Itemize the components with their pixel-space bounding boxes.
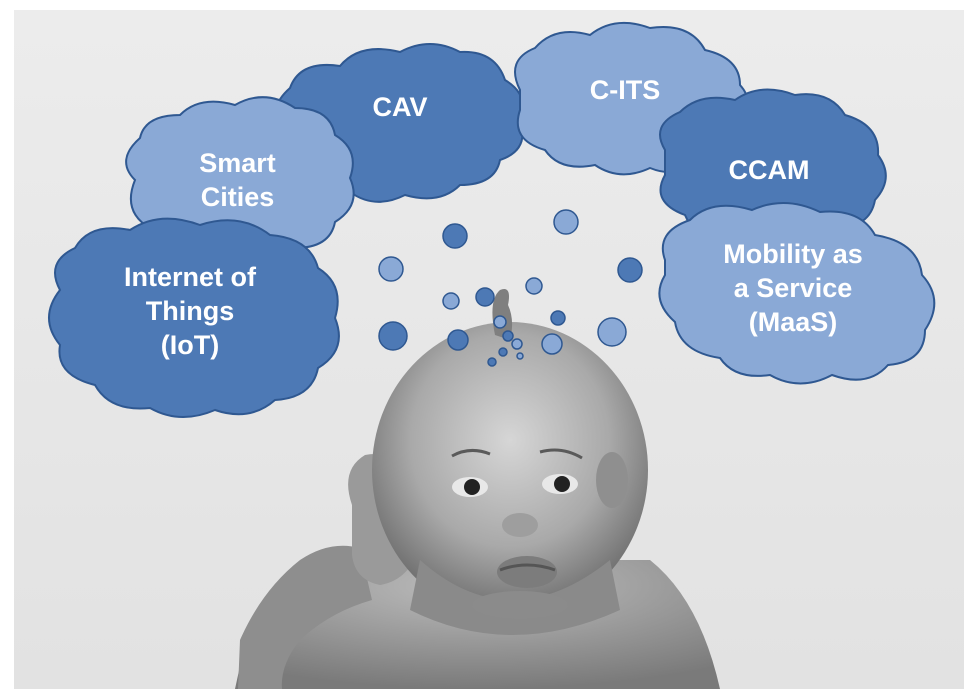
cloud-label-iot: Internet of Things (IoT) (124, 262, 256, 360)
cloud-label-smart-cities: Smart Cities (199, 148, 276, 212)
cloud-label-c-its: C-ITS (589, 75, 661, 105)
cloud-label-ccam: CCAM (728, 155, 810, 185)
cloud-maas (658, 201, 936, 385)
cloud-iot (48, 217, 340, 419)
cloud-label-cav: CAV (372, 92, 428, 122)
thought-bubbles (378, 209, 643, 367)
cloud-label-maas: Mobility as a Service (MaaS) (723, 239, 863, 337)
